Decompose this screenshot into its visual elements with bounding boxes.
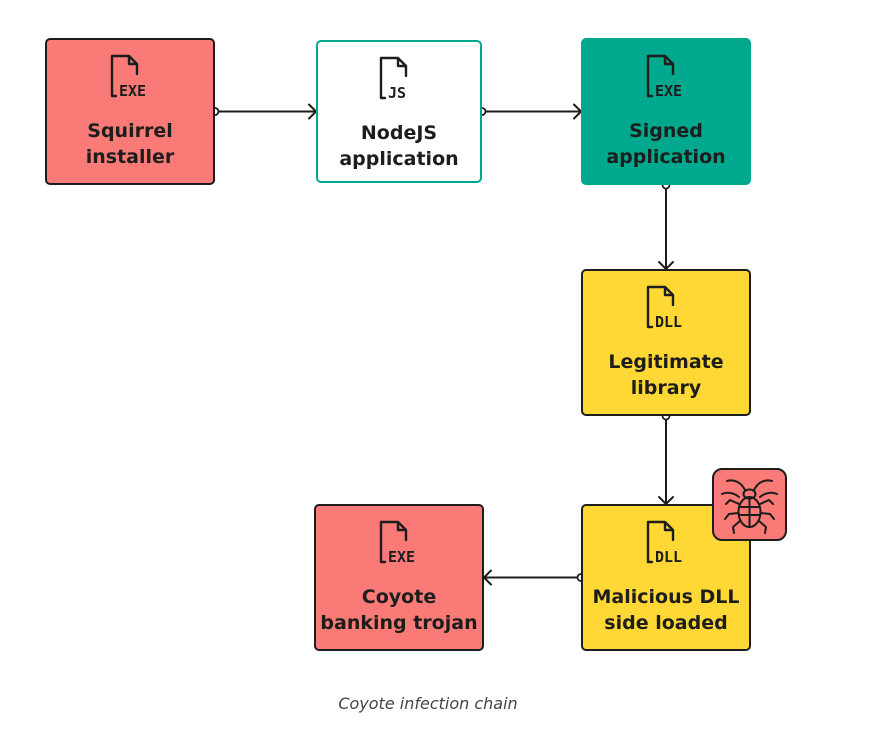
file-type-tag: EXE [655,82,682,100]
node-nodejs-application: JS NodeJS application [316,40,482,183]
exe-file-icon: EXE [379,520,415,566]
exe-file-icon: EXE [646,54,682,100]
connector-arrow [210,103,317,120]
js-file-icon: JS [379,56,408,102]
connector-arrow [477,103,582,120]
file-outline [379,56,408,100]
file-outline [110,54,139,98]
dll-file-icon: DLL [646,520,682,566]
figure-caption: Coyote infection chain [338,694,518,713]
file-outline [646,520,675,564]
node-label: Signed application [606,120,726,168]
node-label: Legitimate library [608,351,724,399]
node-label: Squirrel installer [85,120,175,168]
file-type-tag: EXE [388,548,415,566]
file-type-tag: EXE [119,82,146,100]
file-outline [379,520,408,564]
dll-file-icon: DLL [646,285,682,331]
file-type-tag: DLL [655,548,682,566]
node-label: Malicious DLL side loaded [592,586,740,634]
node-coyote-banking-trojan: EXE Coyote banking trojan [314,504,484,651]
file-outline [646,285,675,329]
node-label: NodeJS application [339,122,459,170]
connector-arrow [658,180,674,270]
connector-arrow [483,569,586,586]
node-label: Coyote banking trojan [320,586,478,634]
node-legitimate-library: DLL Legitimate library [581,269,751,416]
file-type-tag: DLL [655,313,682,331]
file-outline [646,54,675,98]
exe-file-icon: EXE [110,54,146,100]
malware-badge [712,468,787,541]
connector-arrow [658,411,674,505]
node-signed-application: EXE Signed application [581,38,751,185]
bug-icon [721,479,778,534]
file-type-tag: JS [388,84,406,102]
node-squirrel-installer: EXE Squirrel installer [45,38,215,185]
